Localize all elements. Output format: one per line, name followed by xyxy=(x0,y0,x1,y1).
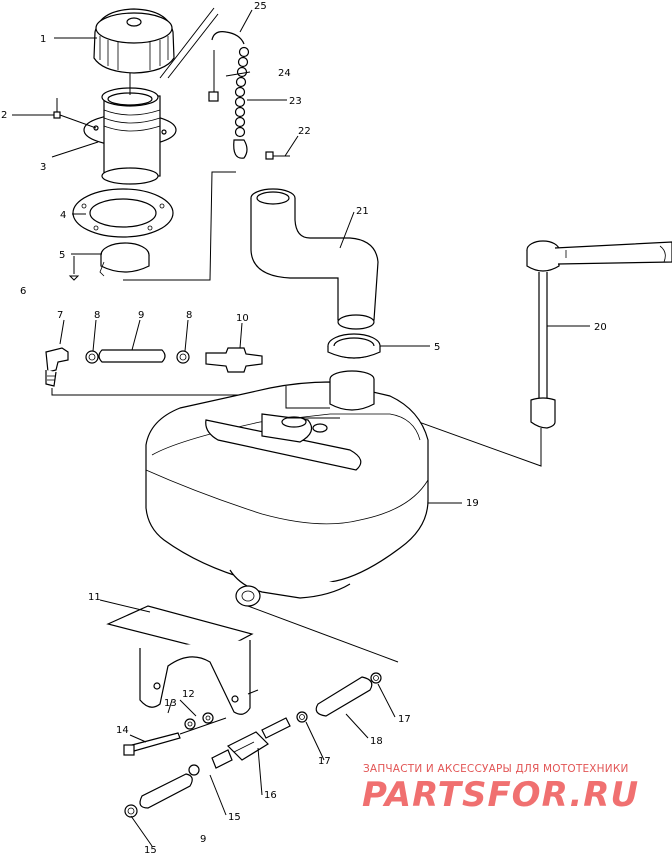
callout-16: 16 xyxy=(264,790,277,801)
callout-5-lower: 5 xyxy=(434,342,440,353)
callout-13: 13 xyxy=(164,698,177,709)
callout-8-left: 8 xyxy=(94,310,100,321)
watermark: ЗАПЧАСТИ И АКСЕССУАРЫ ДЛЯ МОТОТЕХНИКИ PA… xyxy=(362,763,639,815)
callout-9-upper: 9 xyxy=(138,310,144,321)
fitting-assembly-lower xyxy=(123,672,382,818)
fitting-assembly-upper xyxy=(45,347,298,396)
leader-filler-to-tank xyxy=(123,171,236,281)
gasket xyxy=(72,188,174,238)
hose-clamp-lower xyxy=(327,333,381,359)
fuel-gauge-sender xyxy=(379,240,672,467)
callout-labels: 1 2 3 4 5 6 7 8 9 8 10 5 11 12 13 14 15 … xyxy=(1,1,607,853)
callout-19: 19 xyxy=(466,498,479,509)
tank-mount-bracket xyxy=(106,605,254,715)
fuel-cap xyxy=(93,8,175,74)
callout-5-upper: 5 xyxy=(59,250,65,261)
callout-1: 1 xyxy=(40,34,46,45)
callout-23: 23 xyxy=(289,96,302,107)
callout-17-lower: 17 xyxy=(318,756,331,767)
cap-tether-chain xyxy=(208,31,250,159)
callout-18: 18 xyxy=(370,736,383,747)
callout-15-right: 15 xyxy=(228,812,241,823)
callout-21: 21 xyxy=(356,206,369,217)
callout-2: 2 xyxy=(1,110,7,121)
filler-neck xyxy=(83,73,177,185)
callout-4: 4 xyxy=(60,210,66,221)
hose-clamp-upper xyxy=(68,242,150,281)
callout-7: 7 xyxy=(57,310,63,321)
screw-22 xyxy=(265,151,290,160)
callout-9-lower: 9 xyxy=(200,834,206,845)
callout-15-bottom: 15 xyxy=(144,845,157,853)
watermark-tagline: ЗАПЧАСТИ И АКСЕССУАРЫ ДЛЯ МОТОТЕХНИКИ xyxy=(363,763,629,775)
callout-3: 3 xyxy=(40,162,46,173)
callout-11: 11 xyxy=(88,592,101,603)
callout-leaders xyxy=(12,9,590,847)
callout-10: 10 xyxy=(236,313,249,324)
callout-20: 20 xyxy=(594,322,607,333)
callout-17-right: 17 xyxy=(398,714,411,725)
callout-25: 25 xyxy=(254,1,267,12)
callout-22: 22 xyxy=(298,126,311,137)
callout-14: 14 xyxy=(116,725,129,736)
callout-6: 6 xyxy=(20,286,26,297)
watermark-logo: PARTSFOR.RU xyxy=(362,775,639,815)
callout-12: 12 xyxy=(182,689,195,700)
callout-8-right: 8 xyxy=(186,310,192,321)
fuel-tank xyxy=(145,370,429,663)
filler-hose xyxy=(250,188,379,330)
leader-cap xyxy=(159,7,219,79)
callout-24: 24 xyxy=(278,68,291,79)
